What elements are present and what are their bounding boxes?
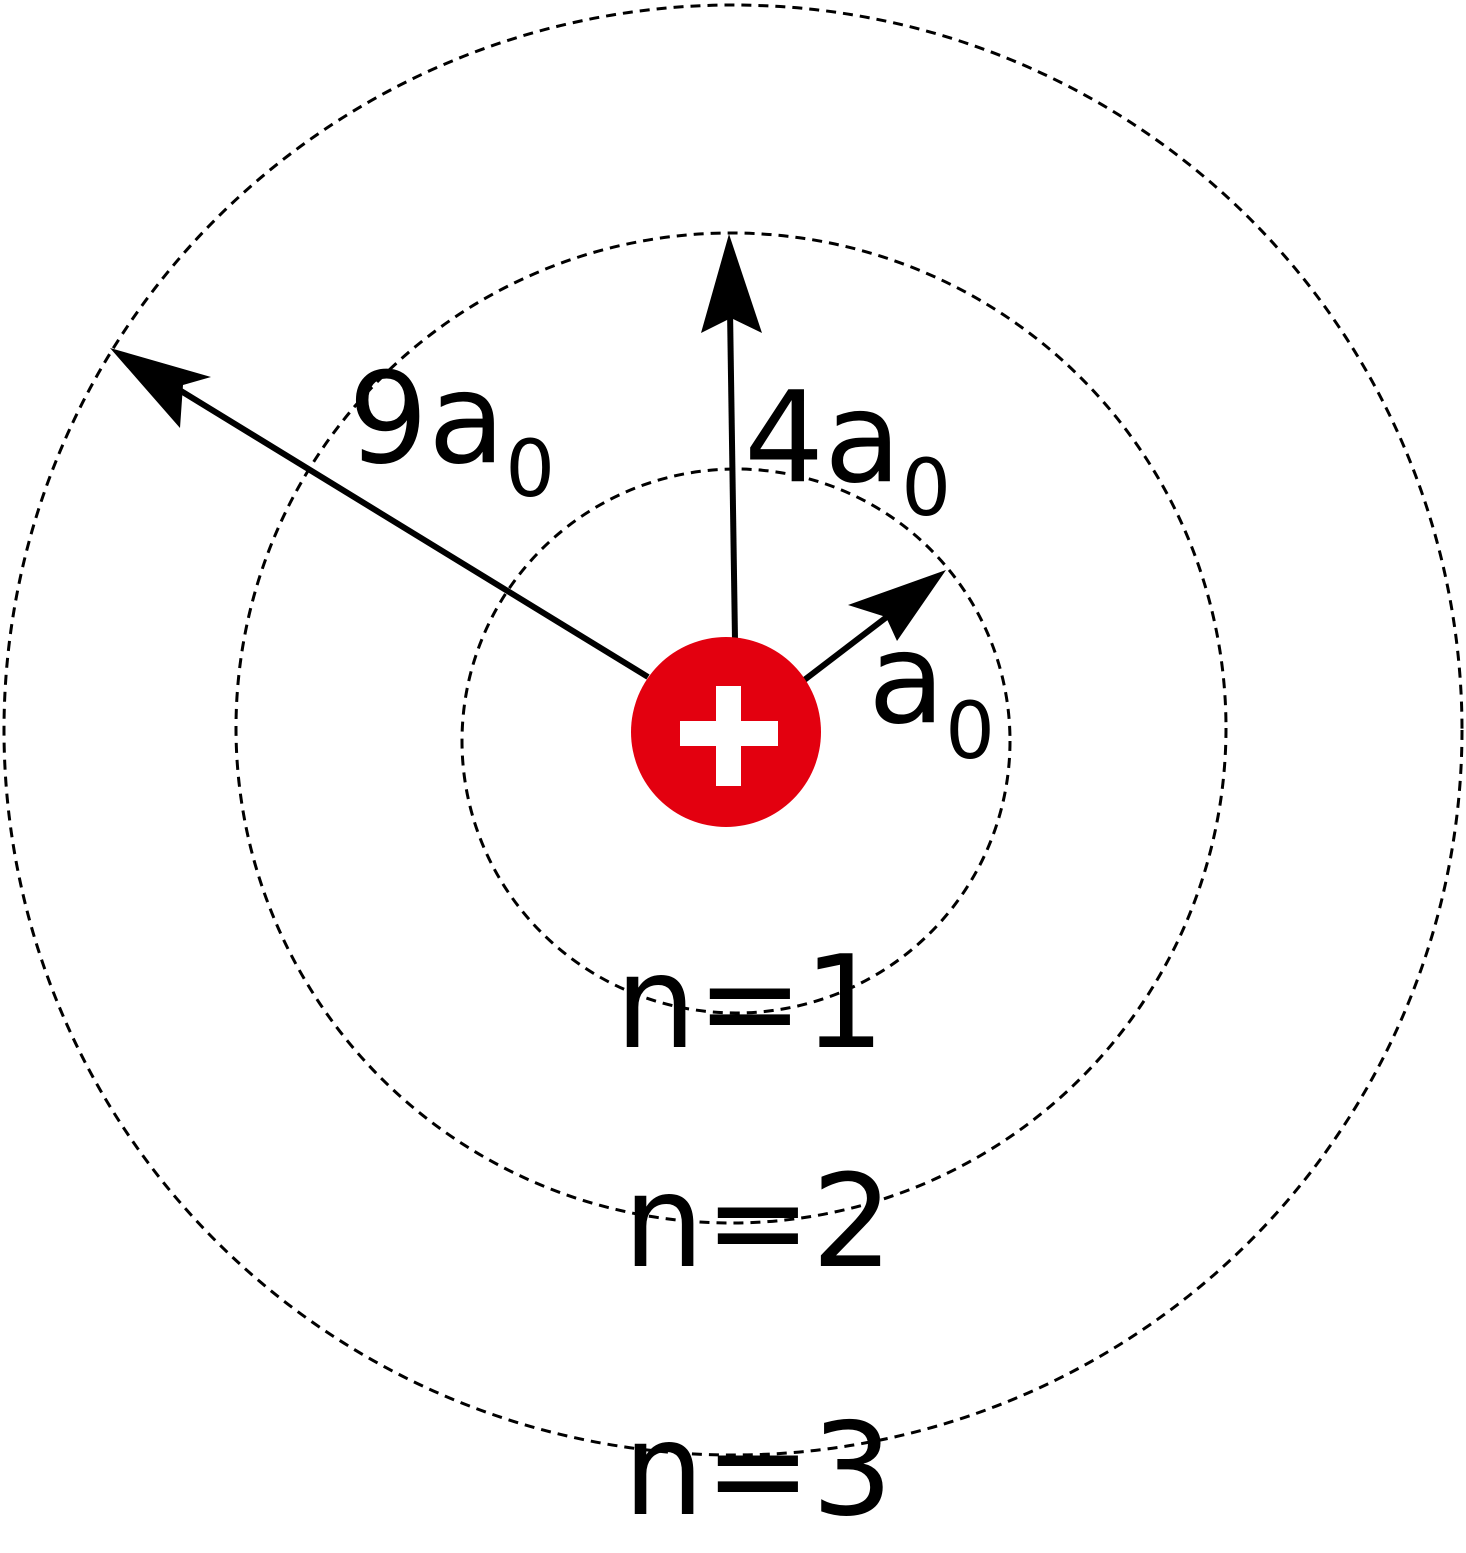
orbit-label-n3: n=3 <box>623 1396 893 1545</box>
radius-label-a0: a0 <box>868 605 995 777</box>
orbit-n2 <box>234 231 1228 1225</box>
radius-arrow-9a0 <box>110 348 650 680</box>
radius-arrow-4a0 <box>701 234 762 641</box>
orbit-label-n1: n=1 <box>615 929 885 1078</box>
radius-label-9a0: 9a0 <box>348 345 555 515</box>
radius-arrow-a0 <box>801 570 946 684</box>
orbit-label-n2: n=2 <box>623 1148 893 1297</box>
orbit-n3 <box>2 3 1464 1457</box>
orbit-n1 <box>460 467 1012 1015</box>
nucleus <box>631 637 821 827</box>
plus-icon <box>680 686 778 786</box>
radius-label-4a0: 4a0 <box>744 364 951 534</box>
